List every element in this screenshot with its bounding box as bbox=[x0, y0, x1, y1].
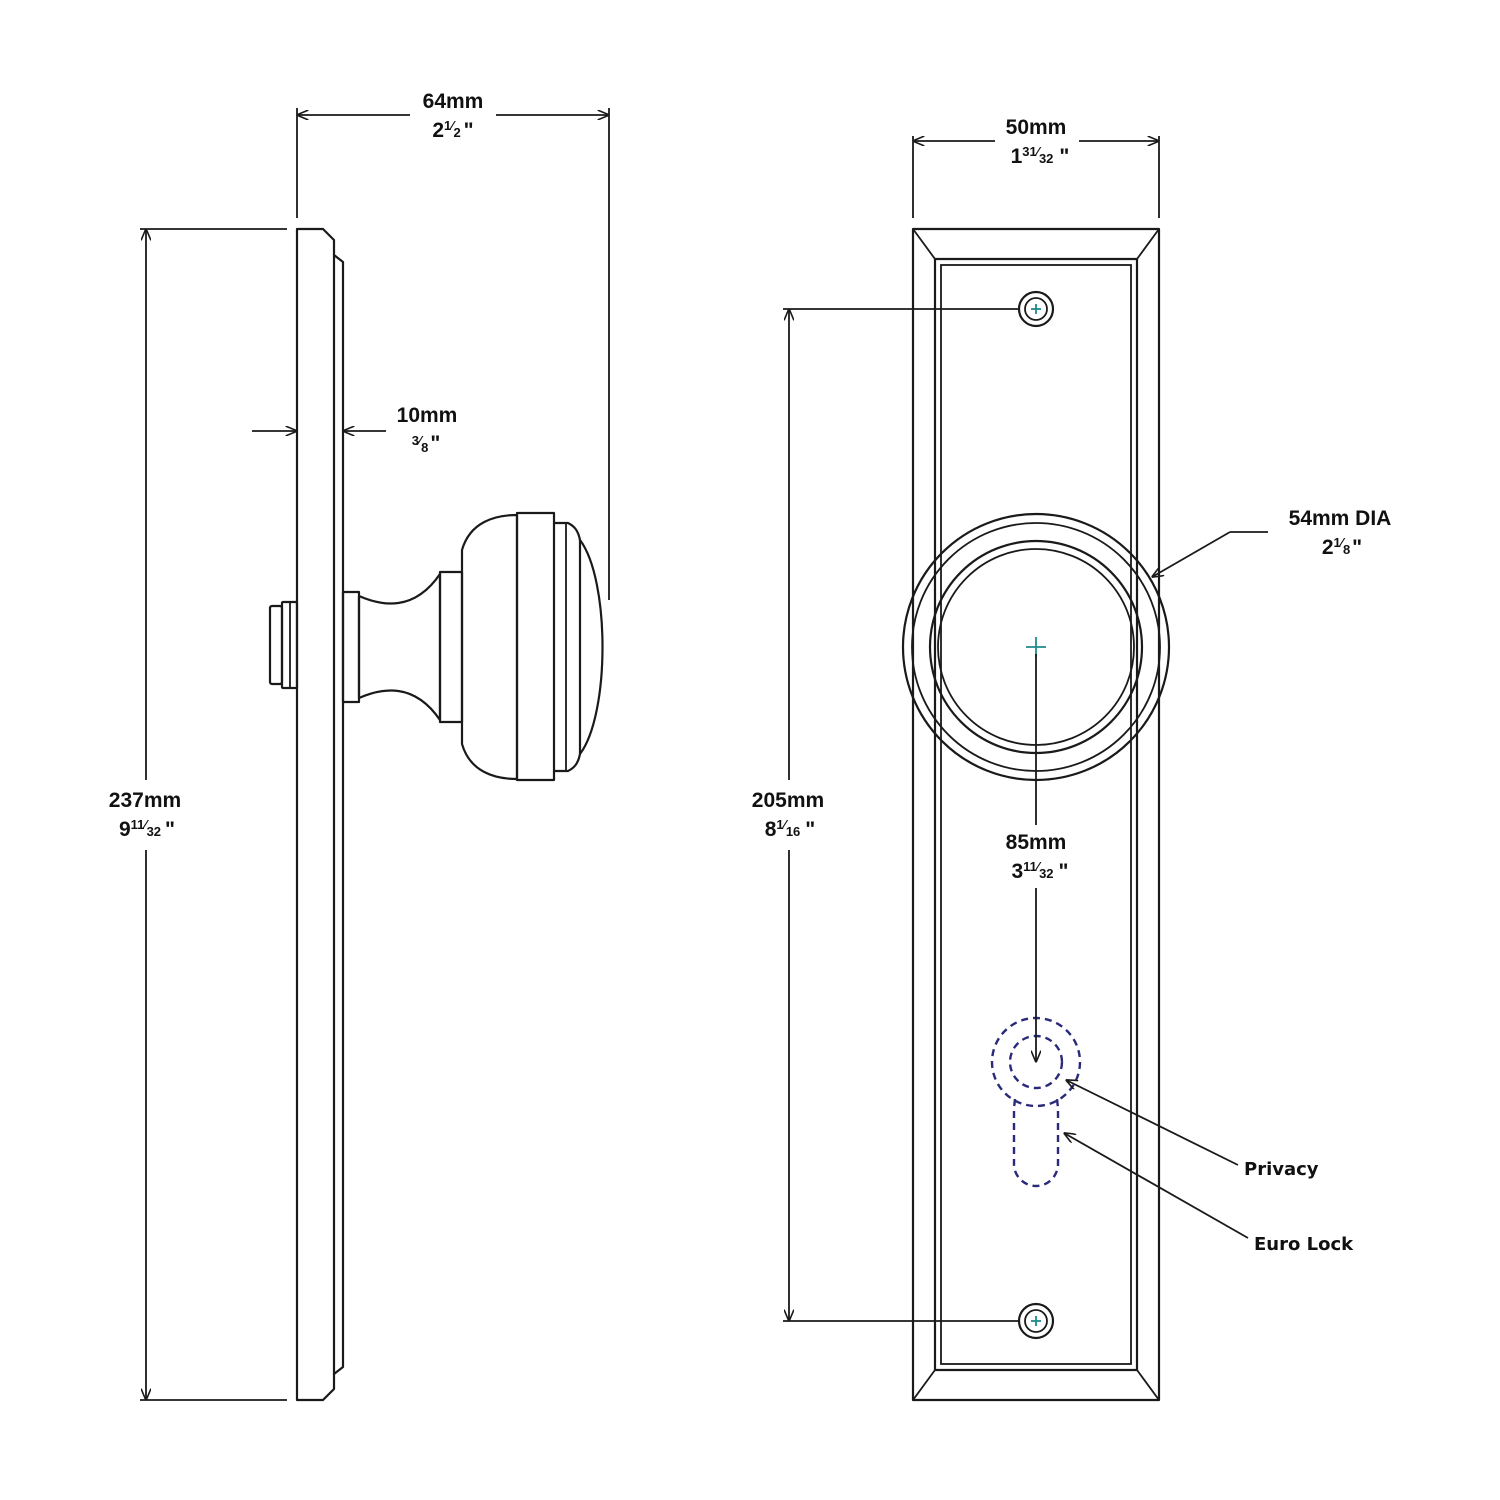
dim-knob-to-lock: 85mm 311⁄32" bbox=[1006, 654, 1069, 1062]
dim-overall-height: 237mm 911⁄32" bbox=[109, 228, 287, 1401]
front-view: 50mm 131⁄32" 205mm 81⁄16" 85mm 311⁄32" 5… bbox=[752, 116, 1391, 1402]
knob-diameter-metric: 54mm DIA bbox=[1289, 507, 1392, 530]
overall-height-imperial: 911⁄32" bbox=[119, 817, 175, 841]
overall-width-imperial: 21⁄2" bbox=[432, 118, 473, 142]
knob-diameter-imperial: 21⁄8" bbox=[1322, 535, 1362, 559]
bottom-screw bbox=[1017, 1302, 1055, 1340]
side-view: 64mm 21⁄2" 10mm 3⁄8" 237mm 911⁄32" bbox=[109, 90, 610, 1402]
dim-overall-width: 64mm 21⁄2" bbox=[296, 90, 610, 600]
plate-thickness-imperial: 3⁄8" bbox=[412, 432, 441, 455]
euro-lock-label: Euro Lock bbox=[1254, 1234, 1354, 1255]
fixing-centres-metric: 205mm bbox=[752, 789, 824, 812]
euro-lock-callout: Euro Lock bbox=[1064, 1133, 1354, 1255]
fixing-centres-imperial: 81⁄16" bbox=[765, 817, 816, 841]
dim-plate-thickness: 10mm 3⁄8" bbox=[252, 404, 457, 455]
backplate-side-step bbox=[332, 253, 345, 1376]
privacy-label: Privacy bbox=[1244, 1159, 1319, 1180]
privacy-callout: Privacy bbox=[1066, 1080, 1319, 1180]
plate-thickness-metric: 10mm bbox=[397, 404, 458, 427]
knob-to-lock-metric: 85mm bbox=[1006, 831, 1067, 854]
spindle-stub bbox=[268, 600, 299, 690]
dim-plate-width: 50mm 131⁄32" bbox=[912, 116, 1160, 218]
overall-width-metric: 64mm bbox=[423, 90, 484, 113]
plate-width-metric: 50mm bbox=[1006, 116, 1067, 139]
top-screw bbox=[1017, 290, 1055, 328]
plate-width-imperial: 131⁄32" bbox=[1011, 144, 1070, 168]
knob-side-profile bbox=[341, 511, 604, 782]
dim-fixing-centres: 205mm 81⁄16" bbox=[752, 308, 1019, 1322]
overall-height-metric: 237mm bbox=[109, 789, 181, 812]
knob-to-lock-imperial: 311⁄32" bbox=[1011, 859, 1068, 883]
backplate-side-profile bbox=[295, 227, 336, 1402]
backplate-front bbox=[911, 227, 1161, 1402]
dim-knob-diameter: 54mm DIA 21⁄8" bbox=[1152, 507, 1391, 577]
